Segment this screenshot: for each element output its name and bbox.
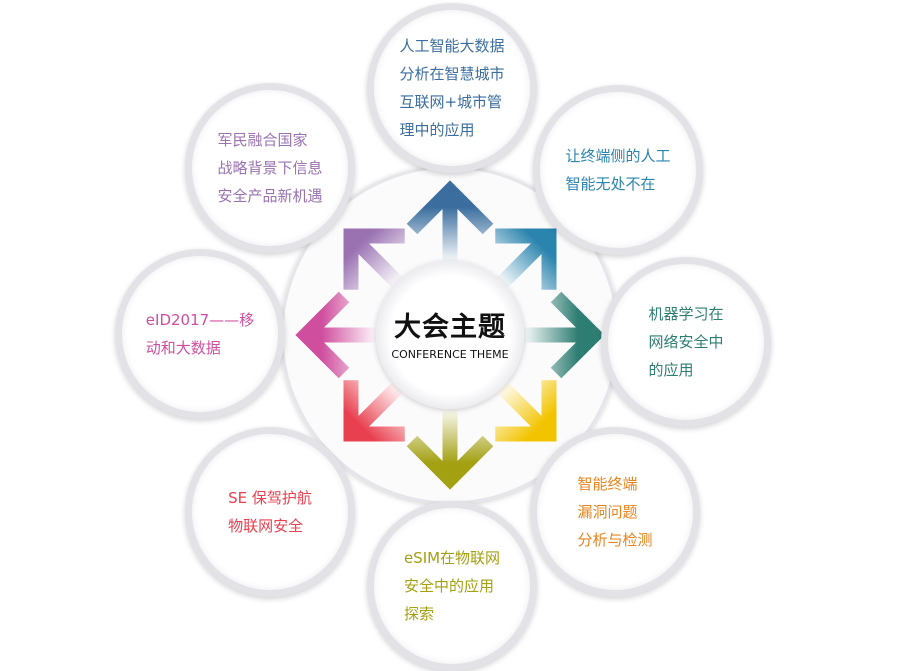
- topic-line: 探索: [403, 605, 434, 623]
- topic-line: 军民融合国家: [217, 131, 308, 149]
- topic-line: 分析与检测: [577, 531, 653, 549]
- topic-text: 智能终端漏洞问题分析与检测: [577, 470, 652, 554]
- topic-line: 漏洞问题: [577, 503, 638, 521]
- topic-text: 让终端侧的人工智能无处不在: [565, 142, 670, 198]
- topic-circle-left: eID2017——移动和大数据: [115, 249, 285, 419]
- topic-circle-top: 人工智能大数据分析在智慧城市互联网+城市管理中的应用: [367, 3, 537, 173]
- topic-circle-bottom-right: 智能终端漏洞问题分析与检测: [530, 427, 700, 597]
- topic-line: SE 保驾护航: [228, 489, 312, 507]
- topic-text: 机器学习在网络安全中的应用: [648, 300, 723, 384]
- topic-line: 安全中的应用: [403, 577, 494, 595]
- center-title: 大会主题 CONFERENCE THEME: [375, 305, 525, 361]
- topic-line: 理中的应用: [399, 121, 475, 139]
- topic-line: 战略背景下信息: [217, 159, 323, 177]
- topic-circle-top-right: 让终端侧的人工智能无处不在: [533, 85, 703, 255]
- topic-line: 机器学习在: [648, 305, 724, 323]
- topic-circle-bottom-left: SE 保驾护航物联网安全: [185, 427, 355, 597]
- topic-line: eID2017——移: [145, 311, 255, 329]
- topic-circle-right: 机器学习在网络安全中的应用: [601, 257, 771, 427]
- topic-line: 网络安全中: [648, 333, 724, 351]
- topic-line: 动和大数据: [145, 339, 221, 357]
- inner-circle: [376, 261, 524, 409]
- center-title-en: CONFERENCE THEME: [391, 348, 509, 361]
- topic-line: 安全产品新机遇: [217, 187, 323, 205]
- topic-line: 智能终端: [577, 475, 638, 493]
- topic-line: eSIM在物联网: [403, 549, 501, 567]
- topic-text: eSIM在物联网安全中的应用探索: [404, 544, 500, 628]
- topic-text: 军民融合国家战略背景下信息安全产品新机遇: [217, 126, 322, 210]
- topic-line: 人工智能大数据: [399, 37, 505, 55]
- topic-text: 人工智能大数据分析在智慧城市互联网+城市管理中的应用: [399, 32, 504, 144]
- topic-line: 的应用: [648, 361, 694, 379]
- topic-text: SE 保驾护航物联网安全: [228, 484, 312, 540]
- topic-line: 智能无处不在: [565, 175, 656, 193]
- topic-circle-bottom: eSIM在物联网安全中的应用探索: [367, 501, 537, 671]
- topic-line: 分析在智慧城市: [399, 65, 505, 83]
- topic-line: 互联网+城市管: [399, 93, 503, 111]
- topic-circle-top-left: 军民融合国家战略背景下信息安全产品新机遇: [185, 83, 355, 253]
- topic-line: 物联网安全: [228, 517, 304, 535]
- center-title-cn: 大会主题: [394, 312, 506, 343]
- topic-text: eID2017——移动和大数据: [146, 306, 254, 362]
- topic-line: 让终端侧的人工: [565, 147, 671, 165]
